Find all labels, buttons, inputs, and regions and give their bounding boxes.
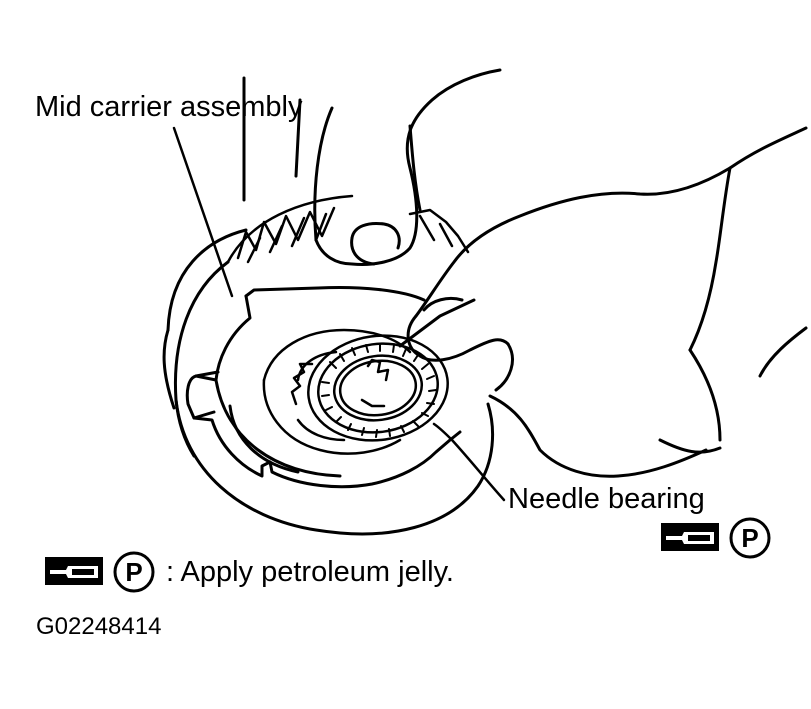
p-symbol-letter: P xyxy=(741,523,758,553)
legend-p-icon: P xyxy=(113,551,155,593)
figure-id: G02248414 xyxy=(36,613,162,640)
hand xyxy=(398,126,808,478)
legend-grease-gun-icon xyxy=(45,557,103,585)
needle-bearing-label: Needle bearing xyxy=(508,483,705,515)
carrier-gear-teeth xyxy=(226,194,470,264)
petroleum-jelly-p-icon: P xyxy=(729,517,771,559)
legend-p-letter: P xyxy=(125,557,142,587)
grease-gun-icon xyxy=(661,523,719,551)
needle-bearing xyxy=(307,334,449,442)
thumb xyxy=(242,68,502,266)
mid-carrier-label: Mid carrier assembly xyxy=(35,91,303,123)
leader-lines xyxy=(172,126,506,502)
legend-text: : Apply petroleum jelly. xyxy=(166,556,454,588)
mid-carrier-housing xyxy=(162,228,495,536)
